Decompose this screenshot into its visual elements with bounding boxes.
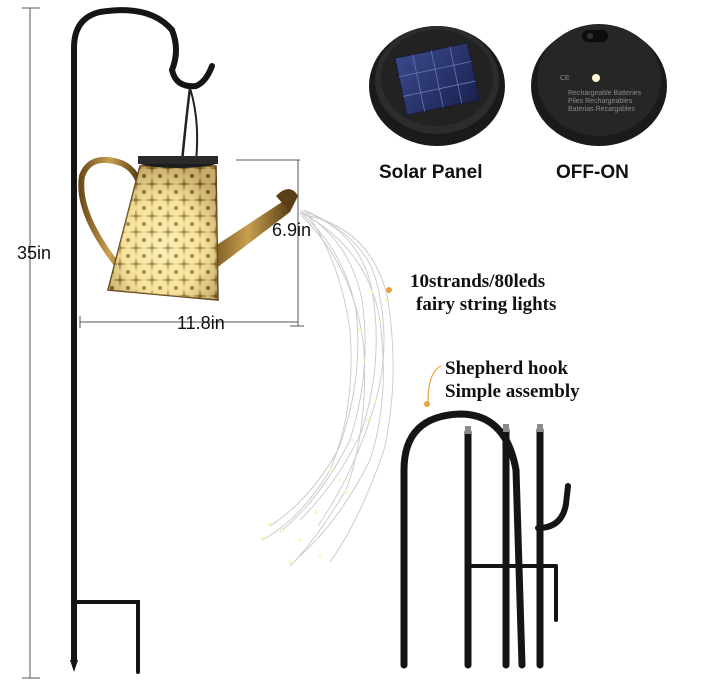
hook-callout-line [427, 365, 442, 403]
hook-callout-line-1: Shepherd hook [445, 358, 569, 379]
switch-back-text-2: Piles Rechargeables [568, 98, 633, 105]
switch-back-photo [531, 24, 667, 146]
height-label: 35in [17, 243, 52, 263]
lights-callout-line-2: fairy string lights [416, 294, 557, 315]
switch-ce-mark: CE [560, 75, 570, 82]
solar-panel-photo [369, 26, 505, 146]
can-height-label: 6.9in [272, 220, 312, 240]
lights-callout-dot [386, 287, 392, 293]
shepherd-hook-pole [70, 7, 215, 674]
hook-part-caps [465, 424, 543, 434]
fairy-light-strands [261, 209, 394, 567]
switch-caption: OFF-ON [556, 162, 629, 183]
hook-callout-line-2: Simple assembly [445, 381, 580, 402]
hook-callout-dot [424, 401, 430, 407]
switch-back-text-3: Baterias Recargables [568, 106, 635, 113]
switch-back-text-1: Rechargeable Batteries [568, 90, 642, 97]
can-width-label: 11.8in [177, 313, 225, 333]
fairy-light-leds [260, 290, 388, 564]
can-height-dimension [236, 159, 304, 327]
watering-can [78, 156, 298, 301]
solar-panel-caption: Solar Panel [379, 162, 483, 183]
lights-callout-line-1: 10strands/80leds [410, 271, 546, 292]
height-dimension [22, 7, 40, 679]
can-width-dimension [79, 316, 298, 328]
hook-parts [400, 410, 571, 669]
